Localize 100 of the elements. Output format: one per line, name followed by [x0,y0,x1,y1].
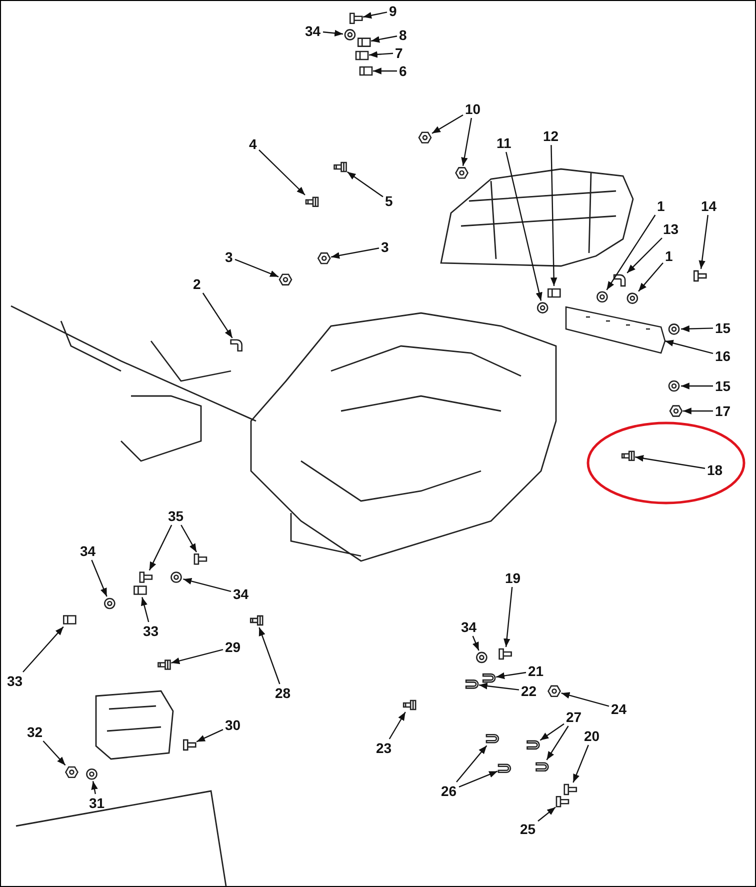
leader-line [234,258,279,278]
leader-line [258,149,306,196]
callout-number: 1 [657,199,665,213]
leader-line [42,740,66,766]
callout-number: 13 [663,222,679,236]
callout-number: 31 [89,796,105,810]
callout-number: 4 [249,137,257,151]
callout-number: 3 [225,250,233,264]
callout-number: 28 [275,686,291,700]
callout-number: 23 [376,741,392,755]
leader-line [432,114,464,134]
leader-line [680,325,714,332]
leader-line [572,744,589,783]
callout-number: 18 [707,463,723,477]
leader-line [681,382,713,390]
washer-drawing [626,292,638,304]
fitting-drawing [355,50,369,60]
leader-line [196,729,224,742]
nut-drawing [65,766,78,778]
clamp-drawing [486,734,500,744]
callout-number: 35 [168,509,184,523]
elbow-fitting-drawing [613,274,626,287]
leader-line [368,51,394,58]
leader-line [664,340,714,354]
bolt-drawing [139,572,153,583]
tube-drawing [250,615,264,626]
leader-line [504,586,513,648]
leader-line [148,524,172,571]
clamp-drawing [536,762,549,772]
callout-number: 12 [543,129,559,143]
clamp-drawing [526,740,540,750]
leader-line [91,560,108,597]
leader-line [478,682,520,690]
leader-line [461,118,472,166]
bracket-drawing [565,306,666,354]
callout-number: 32 [27,725,43,739]
callout-number: 30 [225,718,241,732]
fitting-drawing [134,586,147,595]
bolt-drawing [693,270,707,282]
callout-number: 10 [465,102,481,116]
leader-line [171,649,224,664]
leader-line [506,152,542,301]
fitting-drawing [357,38,371,47]
tube-drawing [402,700,416,710]
bolt-drawing [194,553,208,565]
nut-drawing [548,685,561,697]
leader-line [546,726,569,760]
callout-number: 26 [441,784,457,798]
leader-line [140,597,150,622]
callout-number: 34 [233,587,249,601]
callout-number: 11 [496,136,512,150]
leader-line [202,292,233,338]
callout-number: 5 [385,194,393,208]
leader-line [550,144,558,286]
nut-drawing [418,132,432,144]
leader-line [496,672,526,680]
leader-line [322,30,344,36]
bolt-drawing [498,648,512,660]
washer-drawing [596,291,608,303]
leader-line [698,214,708,269]
callout-number: 21 [528,664,544,678]
leader-line [540,723,564,741]
nut-drawing [278,274,292,286]
fitting-drawing [63,615,76,624]
leader-line [456,745,488,782]
washer-drawing [344,29,356,40]
elbow-fitting-drawing [230,339,242,352]
leader-line [388,712,406,740]
leader-line [91,781,98,794]
bolt-drawing [564,784,578,796]
bolt-drawing [182,739,196,751]
fitting-drawing [548,288,561,298]
leader-line [626,238,662,274]
leader-line [258,627,280,684]
callout-number: 24 [611,702,627,716]
callout-number: 33 [143,624,159,638]
leader-line [683,408,713,414]
fitting-drawing [359,66,373,76]
callout-number: 8 [399,28,407,42]
callout-number: 34 [461,620,477,634]
bolt-drawing [556,796,570,808]
leader-line [331,248,380,259]
callout-number: 19 [505,571,521,585]
tube-drawing [158,660,171,670]
callout-number: 20 [584,729,600,743]
leader-line [538,806,556,822]
callout-number: 17 [715,404,731,418]
nut-drawing [455,167,468,179]
washer-drawing [668,380,680,392]
leader-line [472,636,480,651]
leader-line [561,692,610,707]
tube-drawing [334,162,347,172]
callout-number: 22 [521,684,537,698]
washer-drawing [476,652,488,664]
leader-line [183,578,232,592]
callout-number: 34 [305,24,321,38]
nut-drawing [669,405,683,417]
callout-number: 15 [715,321,731,335]
callout-number: 16 [715,349,731,363]
leader-line [635,455,706,469]
